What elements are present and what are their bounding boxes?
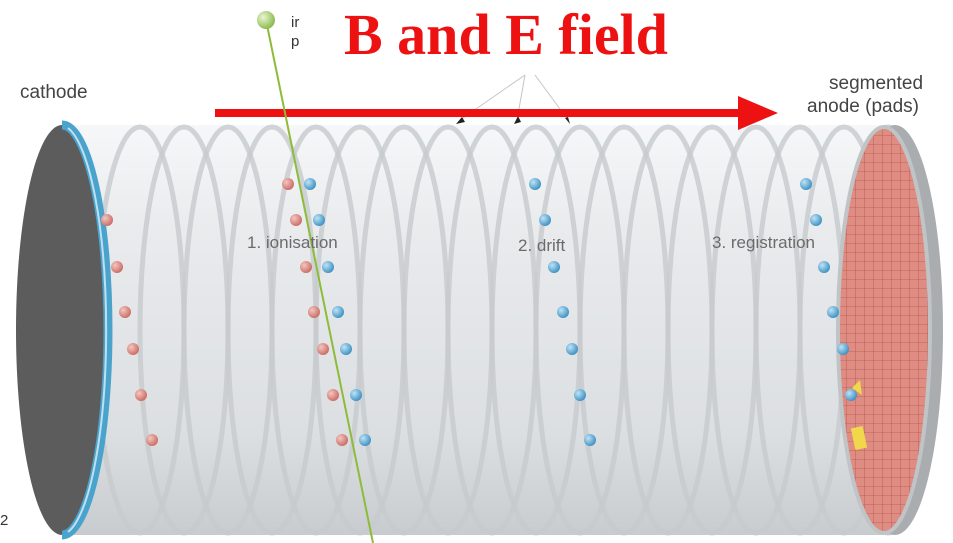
ion-icon (300, 261, 312, 273)
stage-drift-label: 2. drift (518, 236, 566, 255)
stage-registration-label: 3. registration (712, 233, 815, 252)
ion-icon (127, 343, 139, 355)
ion-icon (111, 261, 123, 273)
electron-icon (810, 214, 822, 226)
electron-icon (529, 178, 541, 190)
field-arrow-icon (215, 96, 778, 130)
electron-icon (539, 214, 551, 226)
ion-icon (327, 389, 339, 401)
particle-ball-icon (257, 11, 275, 29)
electron-icon (818, 261, 830, 273)
electron-icon (566, 343, 578, 355)
ion-icon (308, 306, 320, 318)
segmented-anode (836, 125, 943, 535)
clipped-text-line2: p (291, 33, 300, 50)
cathode-disc (16, 120, 113, 540)
electron-icon (837, 343, 849, 355)
clipped-corner-text: 2 (0, 512, 9, 529)
ion-icon (290, 214, 302, 226)
electron-icon (322, 261, 334, 273)
electron-icon (827, 306, 839, 318)
electron-icon (313, 214, 325, 226)
electron-icon (845, 389, 857, 401)
ion-icon (101, 214, 113, 226)
electron-icon (332, 306, 344, 318)
anode-label-line1: segmented (829, 73, 924, 94)
ion-icon (336, 434, 348, 446)
anode-label-line2: anode (pads) (807, 96, 919, 117)
electron-icon (304, 178, 316, 190)
electron-icon (800, 178, 812, 190)
ion-icon (119, 306, 131, 318)
pad-hit-icon (850, 425, 868, 451)
electron-icon (557, 306, 569, 318)
ion-icon (135, 389, 147, 401)
particle-track (257, 11, 374, 543)
electron-icon (548, 261, 560, 273)
ion-icon (146, 434, 158, 446)
electron-icon (350, 389, 362, 401)
clipped-text-line1: ir (291, 14, 300, 31)
stage-ionisation-label: 1. ionisation (247, 233, 338, 252)
ion-icon (282, 178, 294, 190)
ion-icon (317, 343, 329, 355)
pad-hit-icon (852, 380, 862, 395)
electron-icon (574, 389, 586, 401)
electron-icon (340, 343, 352, 355)
cathode-label: cathode (20, 82, 88, 103)
charge-carriers (101, 178, 857, 446)
pointer-arrowheads (456, 116, 570, 124)
diagram-title: B and E field (344, 2, 668, 67)
electron-icon (359, 434, 371, 446)
drift-cylinder (62, 124, 938, 536)
electron-icon (584, 434, 596, 446)
